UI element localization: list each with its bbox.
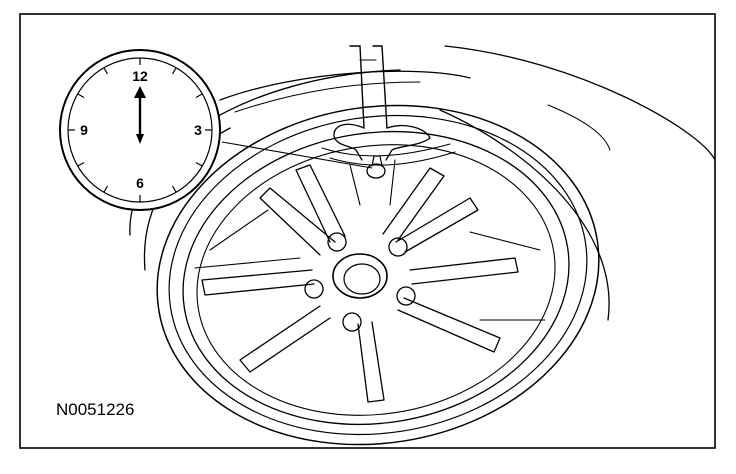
clock-label-12: 12: [132, 68, 148, 84]
clock-label-9: 9: [80, 122, 88, 138]
clock-label-6: 6: [136, 175, 144, 191]
valve-position-clock: 12 3 6 9: [59, 49, 221, 211]
reference-code: N0051226: [56, 400, 134, 419]
rim: [156, 104, 600, 446]
wheel-hub: [332, 253, 388, 299]
wheel-spokes: [194, 159, 546, 403]
lug-holes: [304, 232, 416, 332]
valve-stem: [366, 155, 386, 179]
clock-ticks: [68, 58, 212, 202]
clock-label-3: 3: [194, 122, 202, 138]
clock-hand-arrow: [134, 86, 146, 144]
callout-leader-line: [221, 141, 373, 169]
valve-tool: [321, 45, 456, 166]
